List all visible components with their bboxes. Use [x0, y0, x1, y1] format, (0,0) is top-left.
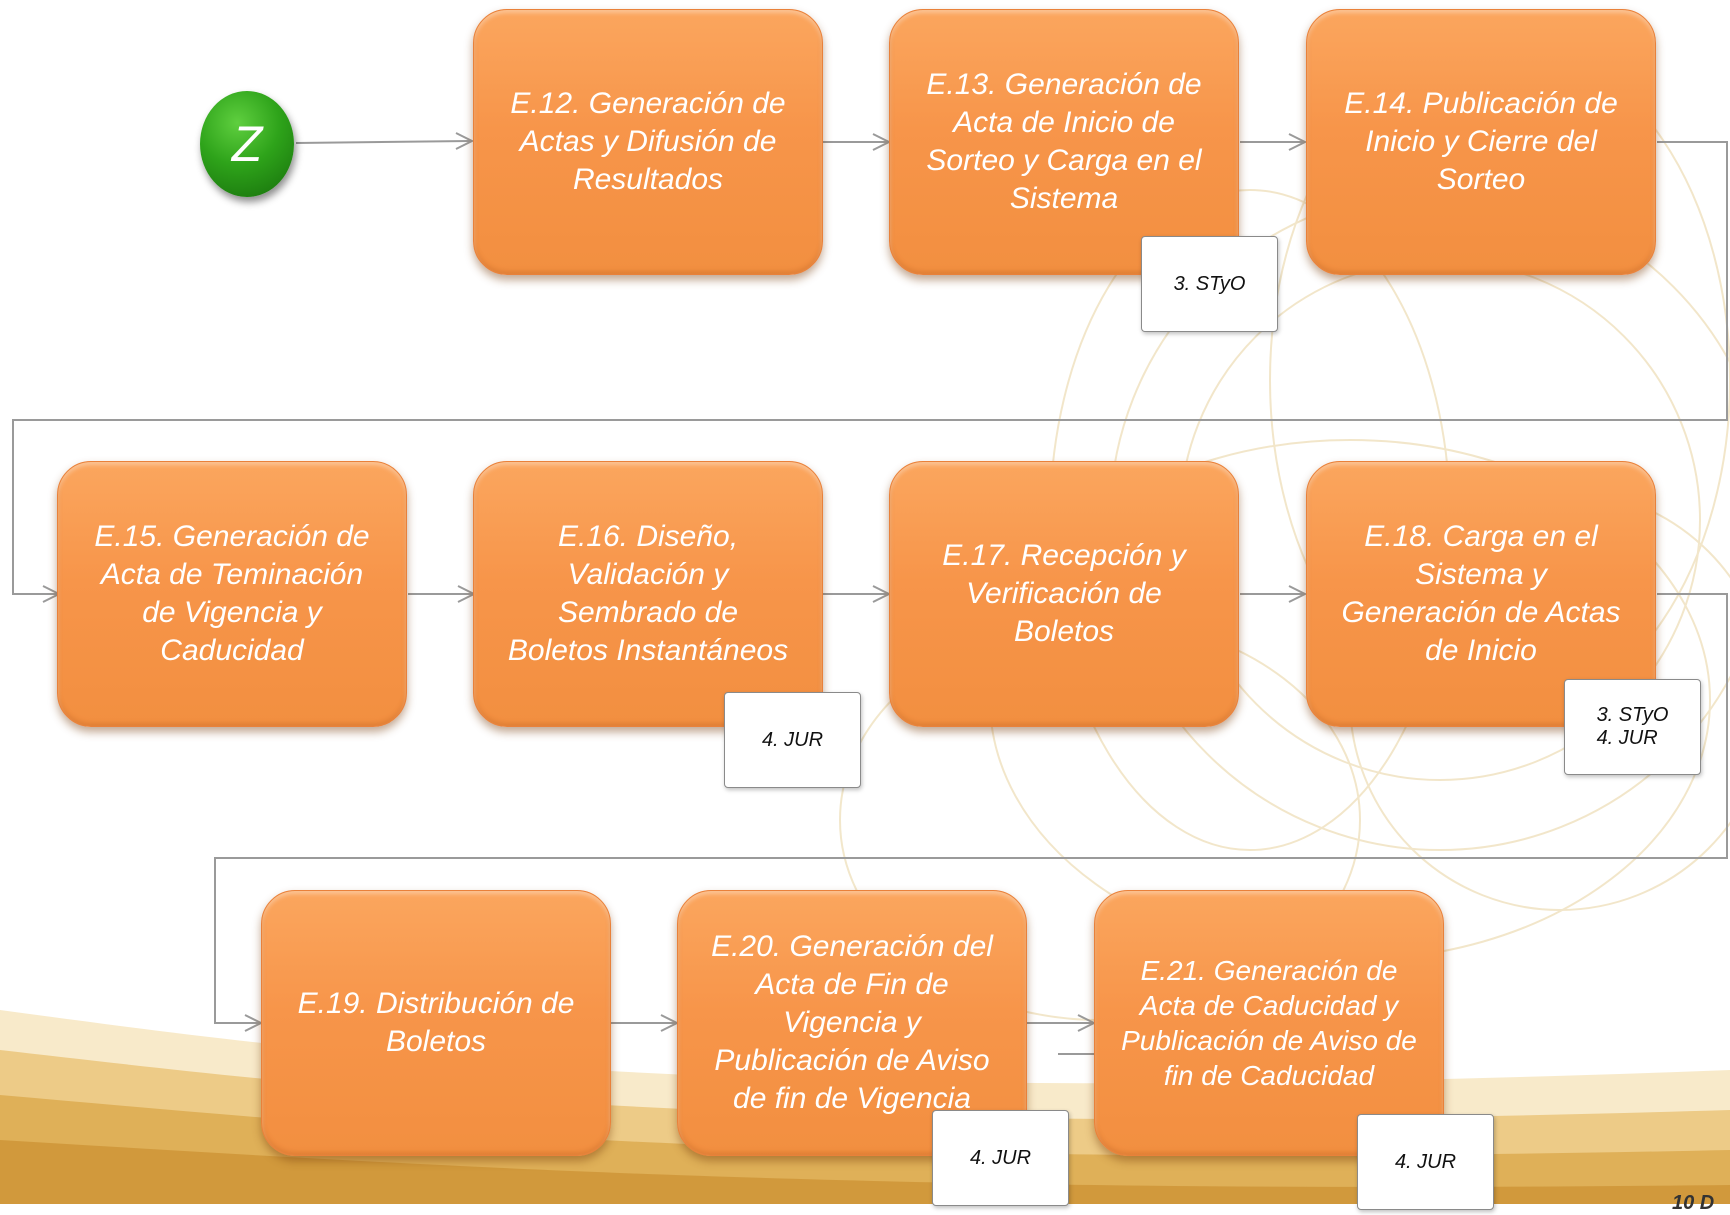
responsibility-tag-e13: 3. STyO [1141, 236, 1278, 332]
connector-e18-e19 [214, 593, 1728, 1024]
step-e17[interactable]: E.17. Recepción y Verificación de Boleto… [889, 461, 1239, 727]
connector-e14-e15 [12, 141, 1728, 595]
step-label: E.17. Recepción y Verificación de Boleto… [942, 539, 1186, 648]
step-label: E.12. Generación de Actas y Difusión de … [510, 87, 786, 196]
step-label: E.19. Distribución de Boletos [297, 987, 575, 1058]
step-label: E.21. Generación de Acta de Caducidad y … [1121, 955, 1417, 1091]
step-e13[interactable]: E.13. Generación de Acta de Inicio de So… [889, 9, 1239, 275]
connector-z-e12 [295, 140, 471, 144]
arrowhead [1288, 585, 1308, 603]
step-e19[interactable]: E.19. Distribución de Boletos [261, 890, 611, 1156]
tag-text: 4. JUR [761, 728, 824, 751]
step-label: E.15. Generación de Acta de Teminación d… [94, 520, 370, 667]
arrowhead [455, 132, 475, 150]
responsibility-tag-e16: 4. JUR [724, 692, 861, 788]
step-e16[interactable]: E.16. Diseño, Validación y Sembrado de B… [473, 461, 823, 727]
start-node-z: Z [200, 91, 294, 197]
responsibility-tag-e18: 3. STyO 4. JUR [1564, 679, 1701, 775]
step-e12[interactable]: E.12. Generación de Actas y Difusión de … [473, 9, 823, 275]
start-node-label: Z [231, 116, 263, 172]
responsibility-tag-e20: 4. JUR [932, 1110, 1069, 1206]
step-e14[interactable]: E.14. Publicación de Inicio y Cierre del… [1306, 9, 1656, 275]
arrowhead [1288, 133, 1308, 151]
step-label: E.14. Publicación de Inicio y Cierre del… [1344, 87, 1618, 196]
step-label: E.18. Carga en el Sistema y Generación d… [1341, 520, 1621, 667]
step-e15[interactable]: E.15. Generación de Acta de Teminación d… [57, 461, 407, 727]
tag-text: 4. JUR [969, 1146, 1032, 1169]
step-label: E.20. Generación del Acta de Fin de Vige… [711, 930, 993, 1115]
responsibility-tag-e21: 4. JUR [1357, 1114, 1494, 1210]
tag-text: 3. STyO [1173, 272, 1246, 295]
step-label: E.13. Generación de Acta de Inicio de So… [926, 68, 1202, 215]
step-e21[interactable]: E.21. Generación de Acta de Caducidad y … [1094, 890, 1444, 1156]
tag-text: 3. STyO 4. JUR [1596, 704, 1669, 749]
step-label: E.16. Diseño, Validación y Sembrado de B… [507, 520, 789, 667]
tag-text: 4. JUR [1394, 1150, 1457, 1173]
